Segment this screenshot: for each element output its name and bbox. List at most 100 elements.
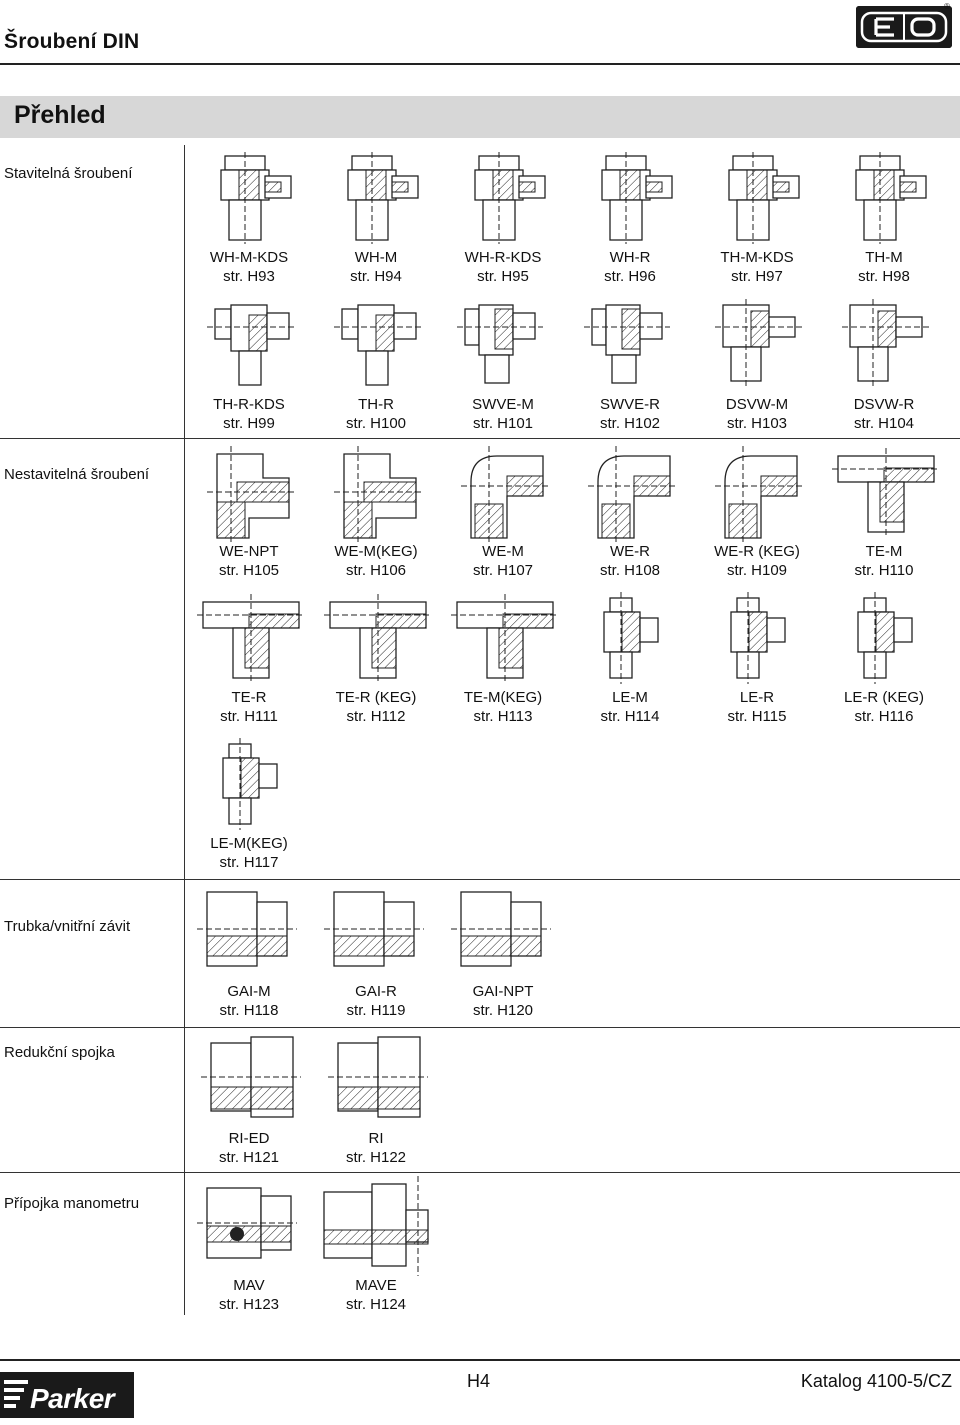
fitting-name: WE-R [610,543,650,560]
fitting-drawing-icon [715,299,805,387]
fitting-item: DSVW-M str. H103 [696,295,818,437]
fitting-item: LE-R (KEG) str. H116 [823,588,945,730]
column-divider [184,145,185,1315]
page-reference: str. H116 [854,708,914,725]
page-reference: str. H94 [350,268,402,285]
page-number: H4 [467,1371,491,1391]
fitting-drawing-icon [197,1187,297,1259]
page-reference: str. H99 [223,415,275,432]
category-label: Stavitelná šroubení [4,165,133,182]
fitting-drawing-icon [324,594,432,684]
fitting-drawing-icon [334,446,424,542]
fitting-drawing-icon [222,738,278,830]
page-reference: str. H97 [731,268,783,285]
fitting-name: TE-M [865,543,903,560]
page-reference: str. H120 [472,1002,534,1019]
fitting-item: TH-M-KDS str. H97 [696,148,818,290]
page-title: Šroubení DIN [4,30,140,53]
fitting-name: MAV [233,1277,265,1294]
fitting-name: GAI-NPT [472,983,534,1000]
fitting-name: LE-R (KEG) [843,689,924,706]
fitting-name: TH-M-KDS [720,249,794,266]
page-reference: str. H107 [472,562,534,579]
fitting-name: TE-M(KEG) [463,689,543,706]
fitting-name: TE-R [231,689,267,706]
category-divider [0,879,960,880]
page-reference: str. H100 [345,415,407,432]
category-divider [0,1027,960,1028]
page-reference: str. H93 [223,268,275,285]
fitting-name: LE-M [612,689,648,706]
page-reference: str. H102 [599,415,661,432]
fitting-name: SWVE-M [472,396,534,413]
fitting-drawing-icon [328,1036,428,1118]
fitting-item: TE-M str. H110 [823,442,945,584]
fitting-name: LE-M(KEG) [210,835,288,852]
fitting-drawing-icon [857,592,913,684]
fitting-name: RI-ED [228,1130,270,1147]
fitting-drawing-icon [207,446,297,542]
page-reference: str. H111 [220,708,278,725]
catalog-number: Katalog 4100-5/CZ [800,1371,952,1391]
fitting-drawing-icon [855,152,927,244]
fitting-drawing-icon [451,594,559,684]
page-reference: str. H95 [477,268,529,285]
fitting-drawing-icon [730,592,786,684]
fitting-drawing-icon [207,304,297,386]
fitting-drawing-icon [461,446,551,542]
page-reference: str. H101 [472,415,534,432]
fitting-drawing-icon [842,299,932,387]
fitting-drawing-icon [715,446,805,542]
fitting-drawing-icon [603,592,659,684]
page-reference: str. H112 [346,708,406,725]
category-divider [0,1172,960,1173]
category-label: Přípojka manometru [4,1195,140,1212]
fitting-drawing-icon [601,152,673,244]
parker-logo: Parker [0,1366,134,1422]
header-divider [0,63,960,65]
page-reference: str. H110 [854,562,914,579]
fitting-item: LE-M(KEG)str. H117 [188,734,310,876]
fitting-item: LE-M str. H114 [569,588,691,730]
fitting-drawing-icon [588,446,678,542]
fitting-name: GAI-M [227,983,271,1000]
page-reference: str. H98 [858,268,910,285]
fitting-name: MAVE [355,1277,397,1294]
fitting-item: TE-R str. H111 [188,588,310,730]
page-reference: str. H115 [727,708,787,725]
fitting-drawing-icon [334,304,424,386]
fitting-name: WH-R [609,249,651,266]
page-reference: str. H105 [218,562,280,579]
fitting-drawing-icon [451,891,551,967]
registered-mark: ® [944,2,950,11]
eo-logo [856,6,952,48]
fitting-item: WE-R (KEG)str. H109 [696,442,818,584]
fitting-item: TE-M(KEG)str. H113 [442,588,564,730]
page-reference: str. H104 [853,415,915,432]
category-label: Redukční spojka [4,1044,115,1061]
fitting-drawing-icon [323,1176,429,1276]
fitting-drawing-icon [220,152,292,244]
fitting-drawing-icon [474,152,546,244]
fitting-item: WH-R-KDS str. H95 [442,148,564,290]
page-reference: str. H114 [600,708,660,725]
fitting-name: WH-R-KDS [464,249,542,266]
fitting-name: DSVW-M [725,396,789,413]
category-label: Nestavitelná šroubení [4,466,150,483]
page-reference: str. H103 [726,415,788,432]
page-reference: str. H124 [345,1296,407,1313]
fitting-item: TH-R str. H100 [315,295,437,437]
fitting-name: TH-R-KDS [213,396,285,413]
svg-text:Parker: Parker [30,1383,117,1414]
section-bar [0,96,960,138]
page-reference: str. H106 [345,562,407,579]
fitting-drawing-icon [584,304,670,384]
fitting-name: TH-R [358,396,394,413]
